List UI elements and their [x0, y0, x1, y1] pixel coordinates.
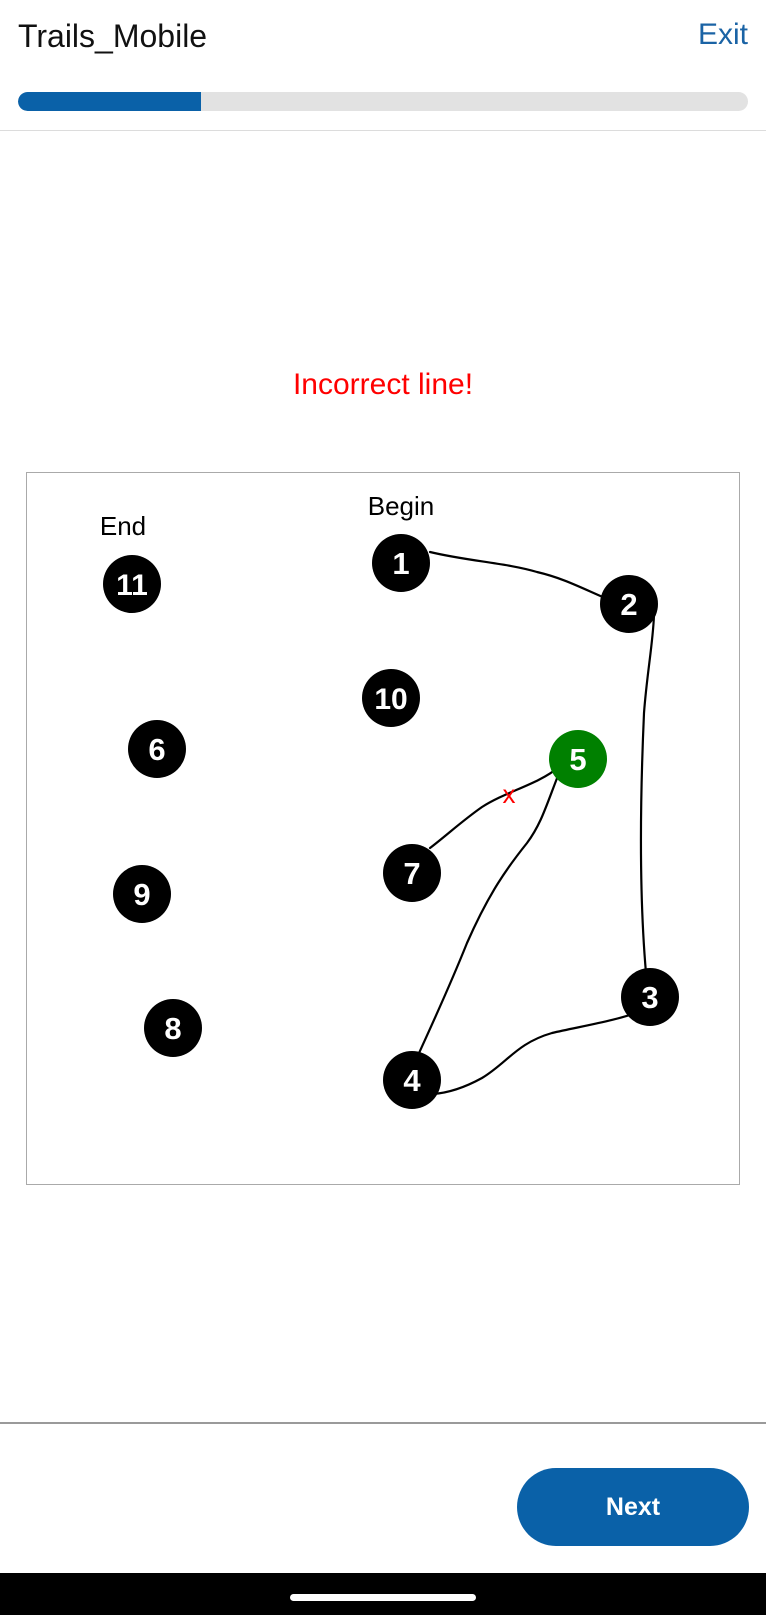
next-button[interactable]: Next: [517, 1468, 749, 1546]
trail-line-2-3: [639, 613, 656, 981]
progress-bar: [18, 92, 748, 111]
trail-node-circle[interactable]: [103, 555, 161, 613]
app-title: Trails_Mobile: [18, 18, 208, 54]
trail-node-circle[interactable]: [549, 730, 607, 788]
trail-node-label: 2: [620, 587, 637, 622]
trail-node-label: 3: [641, 980, 658, 1015]
trail-node-label: 9: [133, 877, 150, 912]
trail-node-circle[interactable]: [362, 669, 420, 727]
trail-node-label: 1: [392, 546, 409, 581]
footer-divider: [0, 1422, 766, 1424]
trail-line-4-5: [413, 766, 563, 1064]
trail-node-1[interactable]: 1: [372, 534, 430, 592]
trail-node-5[interactable]: 5: [549, 730, 607, 788]
trail-canvas[interactable]: 1 2 3 4 5 6 7 8 9 10 11 Begin End x: [27, 473, 741, 1186]
app-header: Trails_Mobile Exit: [0, 0, 766, 131]
trail-lines: [413, 550, 656, 1096]
exit-link[interactable]: Exit: [697, 18, 748, 51]
trail-node-label: 11: [116, 569, 148, 602]
begin-label: Begin: [368, 491, 435, 521]
progress-fill: [18, 92, 201, 111]
trail-node-10[interactable]: 10: [362, 669, 420, 727]
feedback-message: Incorrect line!: [292, 368, 474, 401]
trail-line-5-7: [428, 765, 561, 850]
trail-node-11[interactable]: 11: [103, 555, 161, 613]
trail-node-label: 6: [148, 732, 165, 767]
trail-node-circle[interactable]: [144, 999, 202, 1057]
trail-line-3-4: [431, 1007, 649, 1096]
trail-node-circle[interactable]: [372, 534, 430, 592]
trail-node-3[interactable]: 3: [621, 968, 679, 1026]
trail-node-circle[interactable]: [383, 1051, 441, 1109]
trail-node-label: 7: [403, 856, 420, 891]
trail-node-circle[interactable]: [600, 575, 658, 633]
trail-node-circle[interactable]: [128, 720, 186, 778]
trail-node-label: 10: [374, 683, 407, 716]
trail-node-label: 4: [403, 1063, 421, 1098]
trail-node-circle[interactable]: [113, 865, 171, 923]
trail-node-7[interactable]: 7: [383, 844, 441, 902]
home-indicator[interactable]: [290, 1594, 476, 1601]
trail-line-1-2: [428, 550, 619, 605]
trail-node-4[interactable]: 4: [383, 1051, 441, 1109]
trail-board[interactable]: 1 2 3 4 5 6 7 8 9 10 11 Begin End x: [26, 472, 740, 1185]
node-layer[interactable]: 1 2 3 4 5 6 7 8 9 10 11: [103, 534, 679, 1109]
trail-node-circle[interactable]: [621, 968, 679, 1026]
error-mark: x: [503, 779, 516, 809]
trail-node-label: 5: [569, 742, 586, 777]
trail-node-2[interactable]: 2: [600, 575, 658, 633]
trail-node-6[interactable]: 6: [128, 720, 186, 778]
system-nav-bar: [0, 1573, 766, 1615]
trail-node-circle[interactable]: [383, 844, 441, 902]
trail-node-8[interactable]: 8: [144, 999, 202, 1057]
end-label: End: [100, 511, 146, 541]
trail-node-label: 8: [164, 1011, 181, 1046]
trail-node-9[interactable]: 9: [113, 865, 171, 923]
